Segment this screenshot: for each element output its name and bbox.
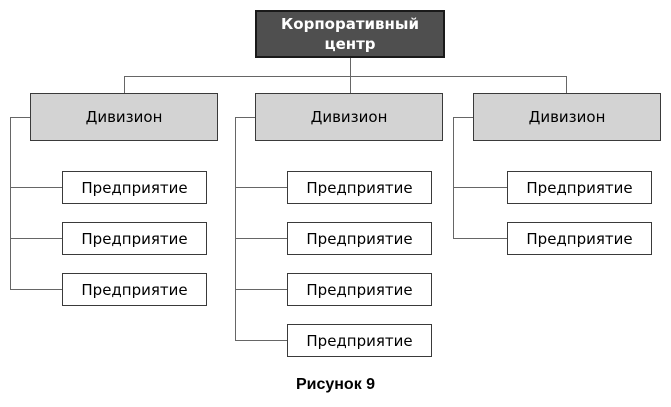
connector-division-2-branch-2 bbox=[235, 238, 287, 239]
node-enterprise: Предприятие bbox=[287, 273, 432, 306]
connector-division-2-branch-4 bbox=[235, 340, 287, 341]
node-enterprise: Предприятие bbox=[287, 222, 432, 255]
connector-drop-division-3 bbox=[566, 76, 567, 93]
node-division-3: Дивизион bbox=[473, 93, 661, 141]
node-enterprise: Предприятие bbox=[62, 273, 207, 306]
connector-division-2-vertical bbox=[235, 117, 236, 341]
node-enterprise: Предприятие bbox=[62, 171, 207, 204]
connector-division-1-branch-2 bbox=[10, 238, 62, 239]
connector-division-2-branch-3 bbox=[235, 289, 287, 290]
connector-division-1-branch-3 bbox=[10, 289, 62, 290]
node-division-1: Дивизион bbox=[30, 93, 218, 141]
node-enterprise: Предприятие bbox=[507, 171, 652, 204]
connector-division-1-branch-1 bbox=[10, 187, 62, 188]
connector-division-3-stub bbox=[453, 117, 473, 118]
connector-division-3-branch-2 bbox=[453, 238, 507, 239]
node-enterprise: Предприятие bbox=[287, 324, 432, 357]
node-division-2: Дивизион bbox=[255, 93, 443, 141]
connector-division-2-branch-1 bbox=[235, 187, 287, 188]
node-enterprise: Предприятие bbox=[287, 171, 432, 204]
connector-division-3-vertical bbox=[453, 117, 454, 239]
connector-division-1-vertical bbox=[10, 117, 11, 290]
connector-root-stem bbox=[350, 58, 351, 93]
node-enterprise: Предприятие bbox=[62, 222, 207, 255]
connector-top-horizontal bbox=[124, 76, 567, 77]
node-enterprise: Предприятие bbox=[507, 222, 652, 255]
node-corporate-center: Корпоративный центр bbox=[255, 10, 445, 58]
connector-drop-division-1 bbox=[124, 76, 125, 93]
connector-division-3-branch-1 bbox=[453, 187, 507, 188]
connector-division-1-stub bbox=[10, 117, 30, 118]
figure-caption: Рисунок 9 bbox=[295, 376, 376, 393]
connector-division-2-stub bbox=[235, 117, 255, 118]
